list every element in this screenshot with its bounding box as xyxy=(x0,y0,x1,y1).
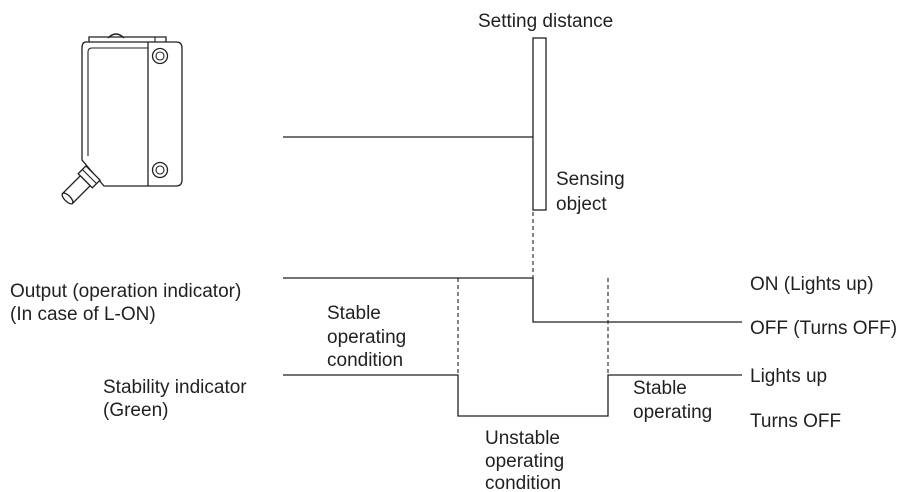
mounting-hole-top xyxy=(151,47,169,65)
sensor-illustration xyxy=(61,33,183,205)
output-label-line2: (In case of L-ON) xyxy=(10,304,156,325)
stable-condition-label-line2: operating xyxy=(327,327,406,348)
sensor-inner-edge xyxy=(87,47,148,156)
stability-lights-up-label: Lights up xyxy=(750,366,827,387)
sensor-body xyxy=(81,41,183,187)
unstable-condition-label-line3: condition xyxy=(485,473,561,492)
stable-condition-label-line1: Stable xyxy=(327,303,381,324)
sensing-object xyxy=(532,37,547,211)
sensor-cable xyxy=(61,165,101,205)
setting-distance-label: Setting distance xyxy=(478,11,613,32)
output-label-line1: Output (operation indicator) xyxy=(10,281,241,302)
stable-condition-label-line3: condition xyxy=(327,350,403,371)
stability-label-line1: Stability indicator xyxy=(103,377,247,398)
stable-operating-label-line1: Stable xyxy=(633,378,687,399)
unstable-condition-label-line1: Unstable xyxy=(485,428,560,449)
sensor-top-lip xyxy=(88,36,167,42)
stability-turns-off-label: Turns OFF xyxy=(750,411,841,432)
stability-waveform xyxy=(283,374,742,417)
sensing-object-label-line1: Sensing xyxy=(556,169,625,190)
stable-operating-label-line2: operating xyxy=(633,402,712,423)
unstable-condition-label-line2: operating xyxy=(485,451,564,472)
stability-label-line2: (Green) xyxy=(103,400,168,421)
output-waveform xyxy=(283,277,742,323)
output-on-label: ON (Lights up) xyxy=(750,274,874,295)
output-off-label: OFF (Turns OFF) xyxy=(750,318,897,339)
sensing-object-label-line2: object xyxy=(556,194,607,215)
mounting-hole-bottom xyxy=(151,161,169,179)
